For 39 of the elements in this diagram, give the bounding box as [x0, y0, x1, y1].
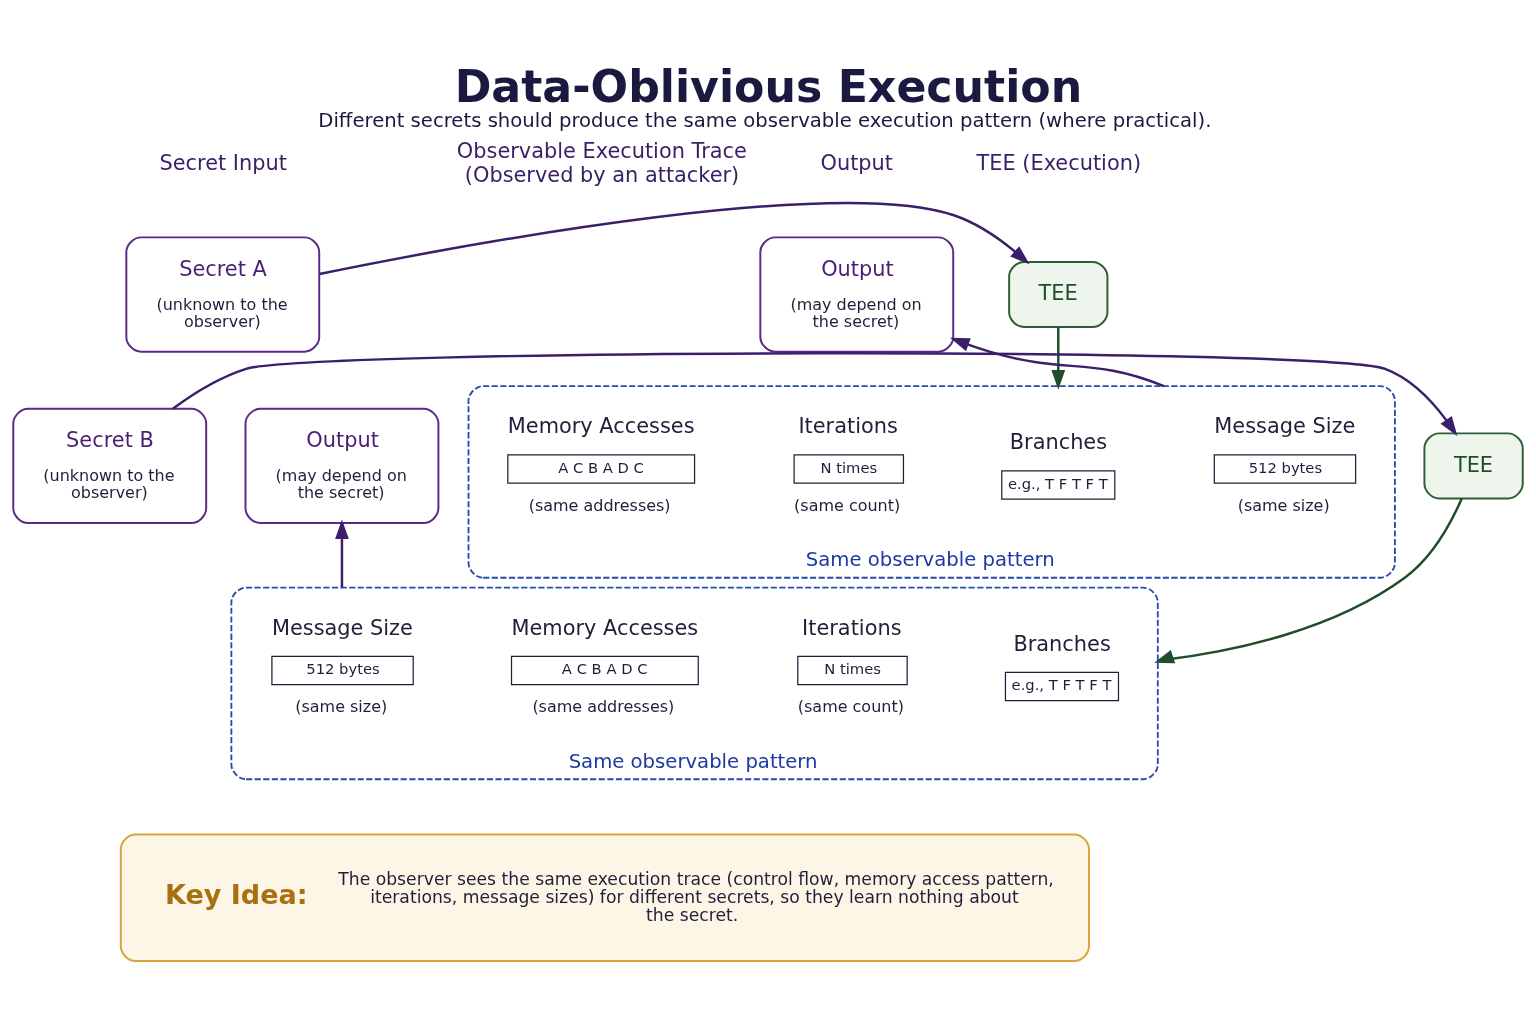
node-box: Output (may depend on the secret): [759, 236, 955, 353]
node-box: A C B A D C: [510, 655, 699, 686]
node-label: (same addresses): [532, 697, 675, 717]
arrow: [1154, 498, 1463, 664]
node-box: 512 bytes: [1213, 454, 1357, 484]
node-label: Branches: [1009, 430, 1108, 455]
node-label: Iterations: [802, 615, 902, 640]
node-label: (same addresses): [528, 495, 671, 515]
arrow: [319, 202, 1030, 276]
arrow: [949, 337, 1165, 388]
node-label: (same count): [797, 697, 904, 717]
node-label: Memory Accesses: [511, 615, 699, 640]
label: TEE (Execution): [976, 150, 1142, 175]
arrow: [172, 352, 1458, 437]
node-label: Branches: [1013, 631, 1111, 656]
node-label: (same size): [295, 697, 388, 717]
node-label: Message Size: [1214, 414, 1356, 439]
node-label: Message Size: [271, 615, 413, 640]
node-box: 512 bytes: [271, 655, 414, 686]
node-label: (same size): [1237, 495, 1330, 515]
node-box: N times: [797, 655, 908, 686]
arrow: [335, 519, 349, 588]
arrow: [1051, 327, 1066, 390]
node-label: (same count): [794, 495, 901, 515]
node-box: Secret A (unknown to the observer): [125, 236, 321, 353]
label: Output: [820, 150, 894, 175]
label: Secret Input: [159, 150, 287, 175]
node-box: e.g., T F T F T: [1001, 470, 1116, 500]
node-box: e.g., T F T F T: [1004, 671, 1120, 702]
node-box: N times: [793, 454, 905, 484]
node-box: Output (may depend on the secret): [244, 407, 440, 525]
node-box: TEE: [1423, 432, 1524, 500]
node-label: Memory Accesses: [507, 414, 695, 439]
node-box: Secret B (unknown to the observer): [12, 407, 208, 525]
node-box: Key Idea: The observer sees the same execution trace (control flow, memory access pattern, iterations, message sizes) for different secrets, so they learn nothing about the secret.: [119, 833, 1090, 963]
label: Observable Execution Trace (Observed by an attacker): [456, 139, 747, 187]
node-box: TEE: [1008, 260, 1109, 329]
node-label: Iterations: [798, 414, 898, 439]
node-box-text: A C B A D C: [507, 454, 696, 484]
